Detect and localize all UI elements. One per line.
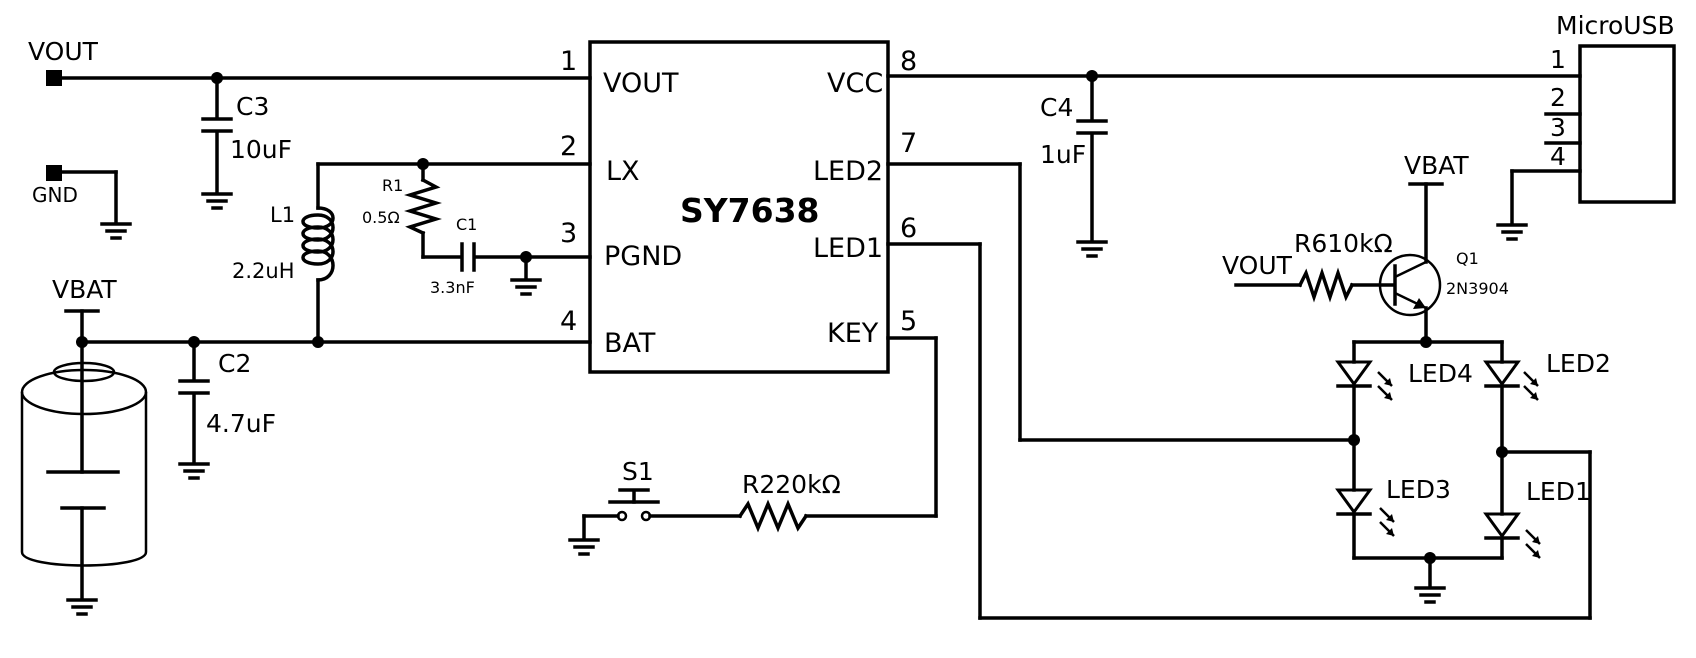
ic-pin2-name: LX	[606, 156, 640, 187]
net-lx: L1 2.2uH R1 0.5Ω C1 3.3nF	[232, 158, 592, 344]
s1-ref: S1	[622, 457, 654, 486]
ground-icon	[100, 222, 132, 240]
l1-value: 2.2uH	[232, 259, 295, 283]
microusb-pin2: 2	[1550, 83, 1566, 112]
ic-pin8-num: 8	[900, 46, 917, 77]
ic-pin2-num: 2	[560, 131, 577, 162]
c4-value: 1uF	[1040, 140, 1086, 169]
ic-name: SY7638	[680, 191, 820, 230]
ic-pin6-name: LED1	[813, 233, 883, 264]
transistor-q1	[1378, 253, 1442, 317]
net-gnd-terminal: GND	[32, 165, 132, 240]
ic-pin3-name: PGND	[604, 241, 682, 272]
c3-ref: C3	[236, 92, 269, 121]
microusb-pin3: 3	[1550, 113, 1566, 142]
ic-sy7638: SY7638 VOUT LX PGND BAT VCC LED2 LED1 KE…	[560, 40, 917, 374]
microusb-pin4: 4	[1550, 142, 1566, 171]
light-rays-icon	[1377, 371, 1393, 401]
light-rays-icon	[1379, 507, 1395, 537]
r1-value: 0.5Ω	[362, 208, 400, 227]
light-rays-icon	[1523, 371, 1539, 401]
led4-label: LED4	[1408, 359, 1473, 388]
r6-label: R610kΩ	[1294, 229, 1393, 258]
c1-value: 3.3nF	[430, 278, 475, 297]
inductor-l1	[301, 206, 335, 282]
net-led2	[886, 162, 1356, 442]
resistor-r1	[404, 177, 442, 236]
q1-value: 2N3904	[1446, 279, 1509, 298]
switch-s1	[608, 488, 660, 522]
resistor-r6	[1297, 267, 1355, 303]
ground-icon	[66, 598, 98, 616]
led4	[1335, 360, 1393, 401]
gnd-terminal	[46, 165, 62, 181]
resistor-r2	[737, 499, 809, 533]
ic-pin3-num: 3	[560, 218, 577, 249]
junction-dot	[312, 336, 324, 348]
ic-pin5-num: 5	[900, 306, 917, 337]
ground-icon	[1496, 223, 1528, 241]
ground-icon	[1414, 586, 1446, 604]
c2-ref: C2	[218, 349, 251, 378]
ic-pin5-name: KEY	[827, 318, 879, 349]
ground-icon	[568, 538, 600, 556]
vout-port-label: VOUT	[28, 37, 99, 66]
c4-ref: C4	[1040, 93, 1073, 122]
led2	[1483, 360, 1539, 401]
ground-icon	[201, 192, 233, 210]
c3-value: 10uF	[230, 135, 292, 164]
gnd-port-label: GND	[32, 183, 78, 207]
ground-icon	[178, 462, 210, 480]
microusb-pin1: 1	[1550, 45, 1566, 74]
c1-ref: C1	[456, 215, 477, 234]
microusb-title: MicroUSB	[1556, 11, 1675, 40]
ic-pin1-name: VOUT	[603, 68, 679, 99]
ic-pin1-num: 1	[560, 46, 577, 77]
l1-ref: L1	[270, 203, 295, 227]
led1	[1483, 512, 1541, 559]
net-q1: VBAT VOUT R610kΩ Q1 2N3904	[1222, 151, 1509, 348]
net-led1	[886, 242, 1592, 620]
microusb-connector: MicroUSB 1 2 3 4	[1496, 11, 1676, 241]
vout-terminal	[46, 70, 62, 86]
vbat-left-label: VBAT	[52, 275, 117, 304]
net-vout: VOUT C3 10uF	[28, 37, 592, 210]
led2-label: LED2	[1546, 349, 1611, 378]
led-matrix: LED4 LED3 LED2	[1335, 340, 1611, 604]
light-rays-icon	[1525, 529, 1541, 559]
ground-icon	[1076, 240, 1108, 258]
ic-pin7-num: 7	[900, 128, 917, 159]
battery-icon	[20, 340, 148, 600]
ic-body	[588, 40, 890, 374]
ic-pin4-name: BAT	[604, 328, 656, 359]
net-vcc: C4 1uF	[886, 70, 1582, 258]
vout-q1-label: VOUT	[1222, 251, 1293, 280]
ic-pin6-num: 6	[900, 213, 917, 244]
c2-value: 4.7uF	[206, 409, 276, 438]
q1-ref: Q1	[1456, 249, 1479, 268]
net-key: R220kΩ S1	[568, 336, 938, 556]
net-bat: VBAT C2 4.7uF	[20, 275, 592, 616]
ic-pin4-num: 4	[560, 306, 577, 337]
ic-pin7-name: LED2	[813, 156, 883, 187]
led3	[1335, 488, 1395, 537]
ground-icon	[510, 278, 542, 296]
vbat-q1-label: VBAT	[1404, 151, 1469, 180]
led3-label: LED3	[1386, 475, 1451, 504]
ic-pin8-name: VCC	[827, 68, 883, 99]
microusb-body	[1578, 44, 1676, 204]
r2-label: R220kΩ	[742, 470, 841, 499]
led1-label: LED1	[1526, 477, 1591, 506]
r1-ref: R1	[382, 176, 403, 195]
